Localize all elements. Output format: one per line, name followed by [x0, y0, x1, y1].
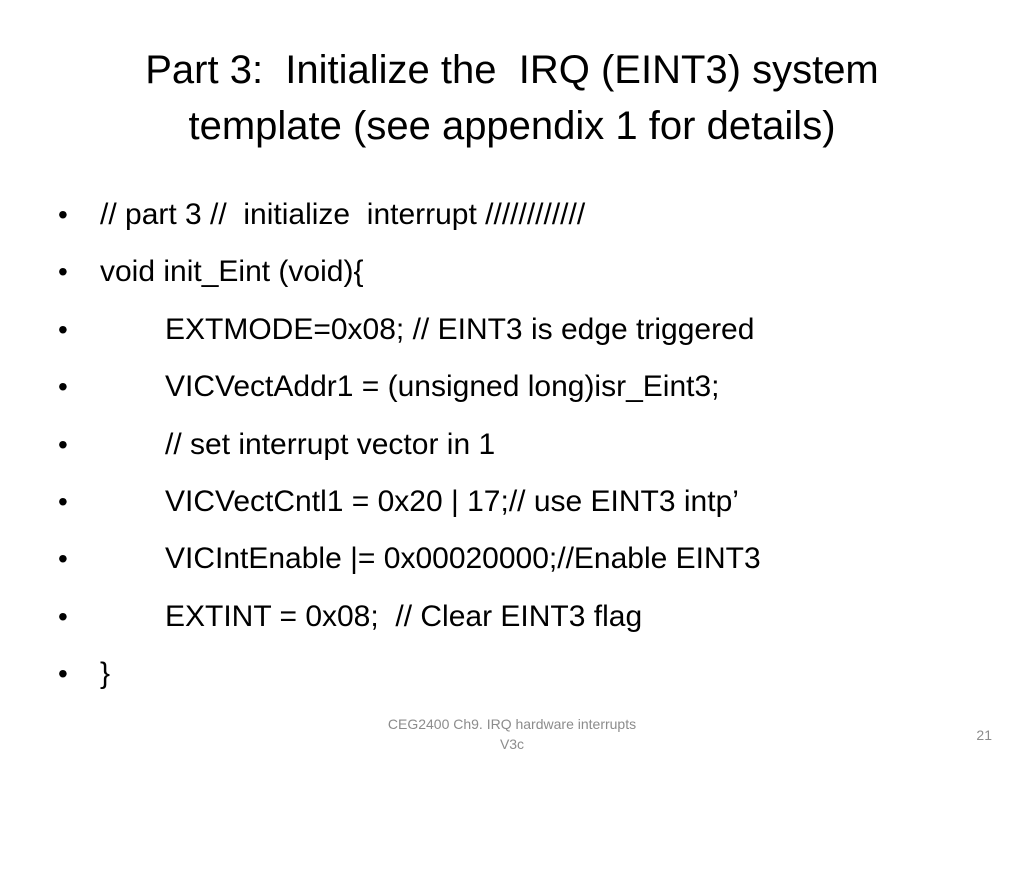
bullet-item: • VICIntEnable |= 0x00020000;//Enable EI…	[58, 530, 978, 587]
slide: Part 3: Initialize the IRQ (EINT3) syste…	[58, 42, 992, 754]
bullet-icon: •	[58, 428, 68, 460]
slide-title-line-2: template (see appendix 1 for details)	[188, 104, 836, 148]
slide-title: Part 3: Initialize the IRQ (EINT3) syste…	[60, 42, 964, 154]
bullet-icon: •	[58, 600, 68, 632]
bullet-icon: •	[58, 543, 68, 575]
bullet-icon: •	[58, 658, 68, 690]
bullet-icon: •	[58, 256, 68, 288]
footer-line-2: V3c	[499, 736, 525, 752]
slide-title-line-1: Part 3: Initialize the IRQ (EINT3) syste…	[145, 48, 879, 92]
bullet-text: VICVectAddr1 = (unsigned long)isr_Eint3;	[165, 370, 720, 404]
bullet-icon: •	[58, 199, 68, 230]
bullet-item: • EXTINT = 0x08; // Clear EINT3 flag	[58, 588, 978, 645]
page-number: 21	[976, 727, 992, 743]
bullet-item: • EXTMODE=0x08; // EINT3 is edge trigger…	[58, 301, 978, 358]
bullet-item: • VICVectCntl1 = 0x20 | 17;// use EINT3 …	[58, 473, 978, 530]
bullet-icon: •	[58, 371, 68, 403]
bullet-text: }	[100, 657, 111, 691]
bullet-icon: •	[58, 485, 68, 517]
bullet-text: VICIntEnable |= 0x00020000;//Enable EINT…	[165, 542, 761, 576]
bullet-item: • }	[58, 645, 978, 702]
bullet-text: VICVectCntl1 = 0x20 | 17;// use EINT3 in…	[165, 484, 739, 518]
bullet-text: // set interrupt vector in 1	[165, 427, 496, 461]
bullet-text: EXTINT = 0x08; // Clear EINT3 flag	[165, 599, 643, 633]
bullet-item: • // part 3 // initialize interrupt ////…	[58, 186, 978, 243]
bullet-item: • void init_Eint (void){	[58, 243, 978, 300]
bullet-list: • // part 3 // initialize interrupt ////…	[58, 186, 978, 703]
slide-footer: CEG2400 Ch9. IRQ hardware interrupts V3c	[352, 714, 672, 754]
bullet-icon: •	[58, 313, 68, 345]
bullet-item: • VICVectAddr1 = (unsigned long)isr_Eint…	[58, 358, 978, 415]
bullet-item: • // set interrupt vector in 1	[58, 416, 978, 473]
bullet-text: EXTMODE=0x08; // EINT3 is edge triggered	[165, 312, 755, 346]
footer-line-1: CEG2400 Ch9. IRQ hardware interrupts	[387, 716, 637, 732]
bullet-text: // part 3 // initialize interrupt //////…	[100, 198, 586, 231]
bullet-text: void init_Eint (void){	[100, 255, 364, 289]
